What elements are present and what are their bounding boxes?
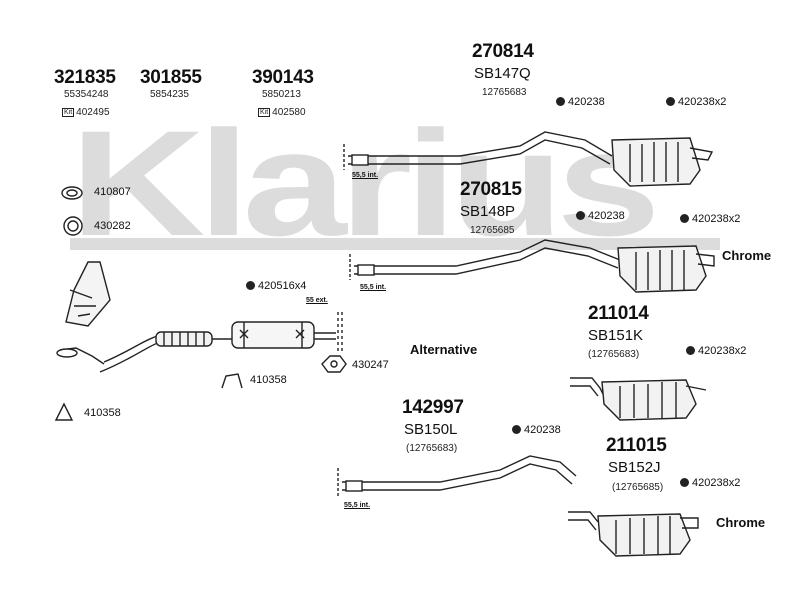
- pipe-diameter-note-a: 55,5 int.: [352, 172, 379, 179]
- hanger-410358-a: [221, 373, 243, 389]
- part-code-142997: SB150L: [404, 421, 458, 438]
- part-ref-321835: 55354248: [64, 89, 109, 100]
- part-ref-142997: (12765683): [406, 443, 458, 454]
- part-number-270815: 270815: [460, 179, 522, 200]
- clamp-icon: [680, 214, 689, 223]
- hanger-410358-b: [54, 402, 74, 421]
- bolt-icon: [246, 281, 255, 290]
- hanger-430247-label: 430247: [352, 359, 389, 371]
- part-code-270814: SB147Q: [474, 65, 531, 82]
- part-ref-211015: (12765685): [612, 482, 664, 493]
- watermark-bar: [70, 238, 720, 250]
- alternative-note: Alternative: [410, 342, 478, 357]
- kit-number: 402580: [272, 107, 306, 118]
- part-code-270815: SB148P: [460, 203, 516, 220]
- rear-silencer-270814: [611, 137, 714, 187]
- clamp-420238x2-a: 420238x2: [666, 97, 726, 108]
- pipe-diameter-note-c: 55,5 int.: [344, 502, 371, 509]
- part-number-301855: 301855: [140, 67, 202, 88]
- clamp-420238x2-b: 420238x2: [680, 214, 740, 225]
- part-ref-301855: 5854235: [150, 89, 189, 100]
- pipe-diameter-note-ext: 55 ext.: [306, 297, 328, 304]
- clamp-icon: [556, 97, 565, 106]
- rear-pipe-142997: [337, 455, 577, 496]
- part-ref-390143: 5850213: [262, 89, 301, 100]
- kit-badge: Kit: [62, 108, 75, 117]
- part-ref-211014: (12765683): [588, 349, 640, 360]
- centre-flex-pipe: [155, 331, 232, 347]
- gasket-410807: [61, 186, 83, 200]
- rear-silencer-211015: [568, 511, 699, 557]
- part-number-142997: 142997: [402, 397, 464, 418]
- chrome-note-a: Chrome: [722, 248, 772, 263]
- kit-badge: Kit: [258, 108, 271, 117]
- chrome-note-b: Chrome: [716, 515, 766, 530]
- clamp-420238-b: 420238: [576, 211, 625, 222]
- hanger-410358-b-label: 410358: [84, 407, 121, 419]
- clamp-430282: [63, 216, 83, 236]
- rear-silencer-211014: [570, 377, 707, 421]
- part-number-211014: 211014: [588, 303, 649, 324]
- part-number-211015: 211015: [606, 435, 667, 456]
- clamp-icon: [576, 211, 585, 220]
- rear-pipe-270815: [349, 239, 621, 280]
- kit-number: 402495: [76, 107, 110, 118]
- clamp-icon: [686, 346, 695, 355]
- hanger-410358-a-label: 410358: [250, 374, 287, 386]
- hanger-430247: [321, 355, 347, 373]
- clamp-420238-a: 420238: [556, 97, 605, 108]
- centre-silencer: [231, 312, 343, 352]
- pipe-diameter-note-b: 55,5 int.: [360, 284, 387, 291]
- part-code-211014: SB151K: [588, 327, 644, 344]
- rear-silencer-270815: [617, 245, 715, 293]
- part-number-390143: 390143: [252, 67, 314, 88]
- part-number-270814: 270814: [472, 41, 534, 62]
- mounting-bolts: [239, 329, 305, 339]
- clamp-420238x2-d: 420238x2: [680, 478, 740, 489]
- front-pipe-catalyst: [56, 261, 159, 373]
- rear-pipe-270814: [343, 131, 613, 170]
- brand-watermark: Klarius: [70, 99, 661, 267]
- part-ref-270814: 12765683: [482, 87, 527, 98]
- part-ref-270815: 12765685: [470, 225, 515, 236]
- clamp-430282-label: 430282: [94, 220, 131, 232]
- clamp-420238x2-c: 420238x2: [686, 346, 746, 357]
- bolt-420516x4: 420516x4: [246, 281, 306, 292]
- clamp-icon: [512, 425, 521, 434]
- clamp-420238-c: 420238: [512, 425, 561, 436]
- clamp-icon: [666, 97, 675, 106]
- gasket-410807-label: 410807: [94, 186, 131, 198]
- clamp-icon: [680, 478, 689, 487]
- part-number-321835: 321835: [54, 67, 116, 88]
- part-code-211015: SB152J: [608, 459, 661, 476]
